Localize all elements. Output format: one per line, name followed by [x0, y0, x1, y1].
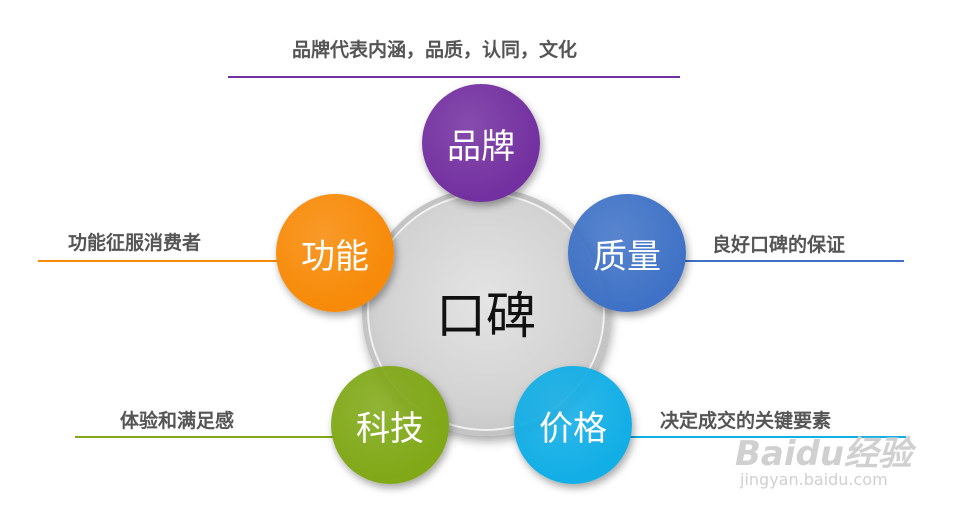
tech-node: 科技 — [331, 366, 449, 484]
func-line — [38, 260, 278, 262]
quality-node: 质量 — [568, 194, 686, 312]
brand-node: 品牌 — [422, 84, 540, 202]
tech-description: 体验和满足感 — [120, 410, 235, 432]
quality-node-label: 质量 — [593, 236, 661, 277]
tech-node-label: 科技 — [356, 408, 424, 449]
price-node: 价格 — [514, 366, 632, 484]
brand-line — [228, 76, 680, 78]
price-description: 决定成交的关键要素 — [660, 410, 832, 432]
brand-node-label: 品牌 — [447, 126, 515, 167]
tech-line — [75, 436, 335, 438]
func-node-label: 功能 — [301, 236, 369, 277]
price-line — [628, 436, 906, 438]
brand-description: 品牌代表内涵，品质，认同，文化 — [292, 39, 578, 61]
quality-line — [682, 260, 904, 262]
price-node-label: 价格 — [539, 408, 607, 449]
func-node: 功能 — [276, 194, 394, 312]
watermark-logo: Baidu经验 — [735, 434, 913, 474]
center-label: 口碑 — [436, 287, 536, 345]
func-description: 功能征服消费者 — [68, 232, 202, 254]
watermark-url: jingyan.baidu.com — [740, 470, 888, 489]
quality-description: 良好口碑的保证 — [712, 234, 846, 256]
